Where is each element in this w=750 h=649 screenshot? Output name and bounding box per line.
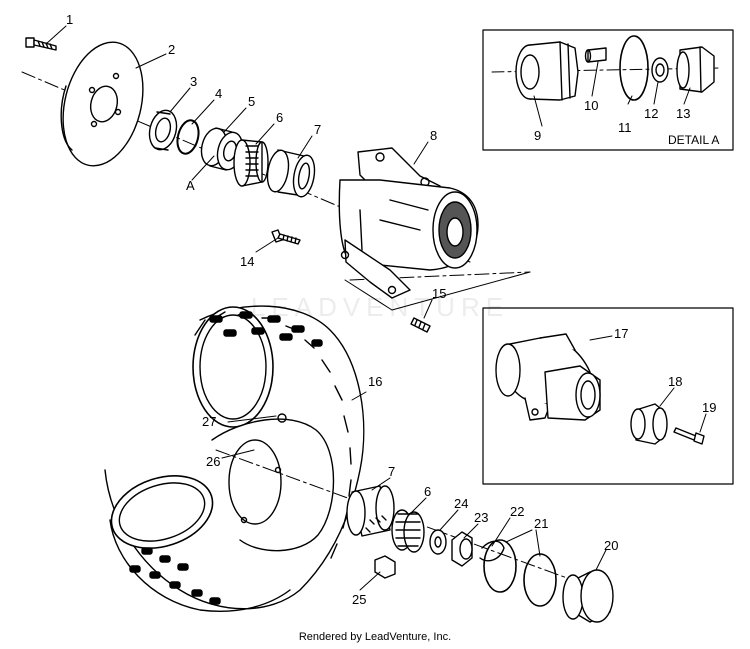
callout-14: 14 [240,254,254,269]
bolt-part-1 [25,37,57,51]
race-part-7-upper [266,149,316,198]
callout-21: 21 [534,516,548,531]
callout-6-lower: 6 [424,484,431,499]
callout-16: 16 [368,374,382,389]
callout-1: 1 [66,12,73,27]
callout-12: 12 [644,106,658,121]
callout-leader-lines [45,25,707,591]
watermark: LEADVENTURE [250,292,510,322]
hub-leader-lines [344,271,531,311]
footer-credit: Rendered by LeadVenture, Inc. [298,631,452,643]
callout-25: 25 [352,592,366,607]
detail-a-caption: DETAIL A [668,133,719,147]
callout-7-lower: 7 [388,464,395,479]
callout-15: 15 [432,286,446,301]
bolt-part-14 [271,229,301,245]
nut-part-25 [374,555,396,579]
reference-label-a: A [186,178,195,193]
callout-11: 11 [618,120,632,135]
spacer-part-5 [200,127,244,171]
hub-part-8 [338,147,479,299]
callout-24: 24 [454,496,468,511]
callout-5: 5 [248,94,255,109]
callout-7: 7 [314,122,321,137]
callout-22: 22 [510,504,524,519]
callout-9: 9 [534,128,541,143]
seal-part-3 [148,109,178,151]
callout-23: 23 [474,510,488,525]
bearing-part-6-upper [233,139,269,187]
stud-part-15 [410,317,431,333]
race-part-7-lower [346,485,395,537]
callout-8: 8 [430,128,437,143]
callout-13: 13 [676,106,690,121]
tire-part-16 [104,305,365,612]
nut-part-23 [451,531,473,567]
cap-part-20 [562,569,614,623]
callout-6: 6 [276,110,283,125]
callout-18: 18 [668,374,682,389]
pin-part-22 [479,540,505,562]
callout-4: 4 [215,86,222,101]
ring-part-4 [176,119,200,155]
callout-3: 3 [190,74,197,89]
callout-10: 10 [584,98,598,113]
callout-20: 20 [604,538,618,553]
callout-27: 27 [202,414,216,429]
callout-17: 17 [614,326,628,341]
callout-numbers: 1 2 3 4 5 6 7 8 9 10 11 12 13 14 15 16 1… [66,12,719,607]
variant-hub-box [482,307,734,485]
detail-a-box [482,29,734,151]
o-rings-part-21 [483,539,557,607]
callout-19: 19 [702,400,716,415]
bearing-part-6-lower [391,509,425,553]
callout-2: 2 [168,42,175,57]
brake-disc-part-2 [60,41,144,167]
callout-26: 26 [206,454,220,469]
washer-part-24 [429,529,447,555]
